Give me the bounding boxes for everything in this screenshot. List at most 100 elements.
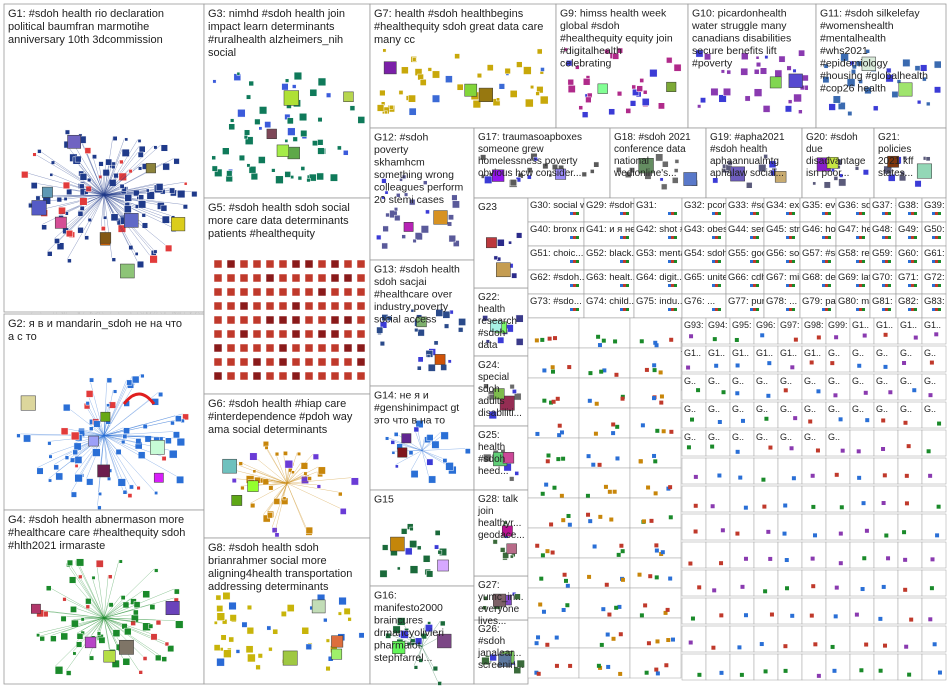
node: [253, 358, 261, 366]
group-label-line: #healthequity sdoh great data care: [374, 21, 543, 33]
node: [568, 85, 575, 92]
node: [568, 79, 574, 85]
avatar-node: [899, 83, 912, 96]
node: [357, 316, 365, 324]
node: [620, 260, 623, 263]
node: [292, 330, 300, 338]
node: [882, 260, 885, 263]
group-g3: G3: nimhd #sdoh health joinimpact learn …: [204, 4, 370, 198]
node: [928, 617, 932, 621]
node: [175, 621, 183, 629]
avatar-node: [917, 164, 931, 178]
node: [905, 474, 909, 478]
node: [566, 584, 570, 588]
node: [661, 550, 665, 554]
node: [882, 308, 885, 311]
node: [414, 666, 418, 670]
group-label-line: #hlth2021 irmaraste: [8, 540, 105, 552]
node: [689, 334, 693, 338]
node: [279, 358, 287, 366]
node: [620, 284, 623, 287]
node: [561, 457, 565, 461]
node: [816, 448, 820, 452]
node: [694, 504, 698, 508]
node: [883, 644, 887, 648]
tiny-group-box: [778, 458, 802, 484]
node: [715, 308, 718, 311]
group-label-line: а с то: [8, 331, 37, 343]
minor-group-label: G75: indu...: [636, 296, 685, 307]
node: [240, 274, 248, 282]
group-label-line: social access: [374, 314, 436, 326]
node: [36, 634, 39, 637]
avatar-node: [55, 217, 66, 228]
node: [785, 558, 789, 562]
node: [718, 420, 722, 424]
node: [418, 329, 425, 336]
node: [253, 274, 261, 282]
minor-group-label: G62: #sdoh...: [530, 272, 587, 283]
node: [711, 88, 718, 95]
node: [85, 236, 89, 240]
avatar-node: [277, 145, 289, 157]
node: [700, 98, 705, 103]
avatar-node: [684, 172, 697, 185]
node: [214, 260, 222, 268]
node: [623, 212, 626, 215]
node: [832, 669, 836, 673]
tiny-group-label: G..: [924, 404, 936, 414]
node: [448, 360, 451, 363]
node: [598, 515, 602, 519]
node: [935, 533, 939, 537]
node: [825, 308, 828, 311]
avatar-node: [42, 187, 52, 197]
node: [914, 336, 918, 340]
node: [638, 573, 642, 577]
node: [285, 79, 289, 83]
node: [376, 235, 381, 240]
node: [856, 308, 859, 311]
tiny-group-box: [874, 542, 898, 568]
node: [301, 130, 307, 136]
node: [620, 212, 623, 215]
node: [71, 432, 79, 440]
node: [764, 417, 768, 421]
node: [265, 446, 268, 449]
minor-group-box: [579, 438, 630, 468]
node: [621, 549, 625, 553]
tiny-group-box: [898, 486, 922, 512]
tiny-group-label: G1..: [732, 348, 749, 358]
node: [626, 236, 629, 239]
group-label-line: G22:: [478, 292, 500, 303]
node: [80, 173, 87, 180]
node: [477, 73, 482, 78]
node: [831, 645, 835, 649]
node: [565, 603, 569, 607]
tiny-group-box: [922, 626, 946, 652]
avatar-node: [404, 222, 413, 231]
group-label-line: G5: #sdoh health sdoh social: [208, 202, 350, 214]
node: [216, 595, 221, 600]
avatar-node: [98, 465, 110, 477]
avatar-node: [435, 354, 445, 364]
node: [576, 236, 579, 239]
avatar-node: [85, 637, 96, 648]
node: [318, 330, 326, 338]
group-g22: G22:healthresearch#sdohdata: [474, 288, 528, 356]
node: [911, 284, 914, 287]
node: [686, 366, 690, 370]
node: [107, 378, 112, 383]
node: [128, 493, 132, 497]
node: [227, 372, 235, 380]
tiny-group-label: G..: [684, 404, 696, 414]
node: [244, 135, 248, 139]
node: [258, 156, 265, 163]
node: [715, 260, 718, 263]
node: [155, 655, 161, 661]
node: [350, 106, 355, 111]
node: [118, 479, 126, 487]
node: [394, 215, 400, 221]
node: [452, 201, 459, 208]
node: [735, 391, 739, 395]
